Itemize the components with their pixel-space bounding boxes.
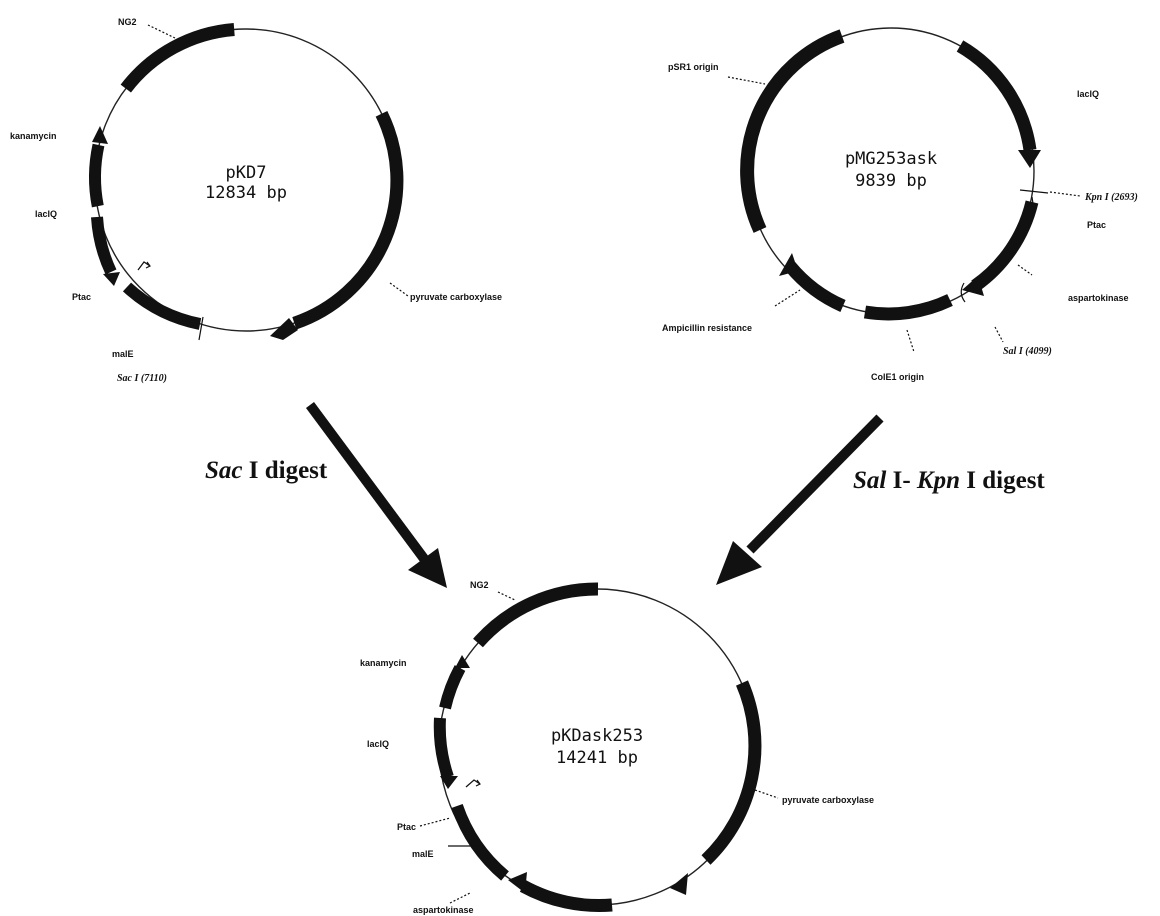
- right-digest-arrow-shaft: [746, 414, 884, 554]
- pkdask253-laciq-arrow: [440, 776, 458, 789]
- pkdask253-pyruvate-arrow: [670, 873, 688, 895]
- pkdask253-label-aspartokinase: aspartokinase: [413, 905, 474, 915]
- pkd7-label-laciq: laclQ: [35, 209, 57, 219]
- pmg253ask-psr1-leader: [727, 76, 766, 85]
- pmg253ask-label-aspartokinase: aspartokinase: [1068, 293, 1129, 303]
- pkd7-label-male: malE: [112, 349, 134, 359]
- right-digest-suffix: I digest: [960, 467, 1045, 494]
- pmg253ask-laciq-arrow: [1018, 150, 1041, 168]
- right-digest-arrowhead: [716, 541, 762, 585]
- pmg253ask-kpn-leader: [1049, 191, 1081, 197]
- pkd7-ptac-promoter-icon: [137, 261, 151, 271]
- pkdask253-ptac-leader: [419, 817, 451, 827]
- pkd7-ng2-leader: [147, 24, 176, 39]
- pkd7-label-sac-site: Sac I (7110): [117, 373, 167, 384]
- pkd7-pyruvate-segment: [292, 110, 404, 330]
- pmg253ask-ampicillin-segment: [784, 261, 846, 312]
- right-digest-mid: I-: [886, 467, 917, 494]
- pkdask253-ptac-promoter-icon: [465, 779, 481, 788]
- pkd7-kanamycin-segment: [89, 143, 105, 208]
- pkd7-male-segment: [122, 282, 202, 330]
- pmg253ask-ampicillin-leader: [774, 289, 801, 307]
- pmg253ask-cole1-leader: [906, 329, 915, 353]
- pkdask253-aspartokinase-arrow: [508, 872, 527, 893]
- plasmid-pkdask253: pKDask253 14241 bp NG2 kanamycin laclQ P…: [360, 580, 874, 915]
- pkd7-kanamycin-arrow: [92, 126, 108, 144]
- pkd7-laciq-segment: [91, 216, 117, 275]
- pmg253ask-cole1-segment: [863, 294, 953, 321]
- pkdask253-ng2-segment: [473, 582, 599, 648]
- pkdask253-label-kanamycin: kanamycin: [360, 658, 407, 668]
- pkdask253-label-ng2: NG2: [470, 580, 489, 590]
- pkdask253-label-male: malE: [412, 849, 434, 859]
- pkd7-laciq-arrow: [103, 272, 120, 286]
- pmg253ask-sal-cut-mark: [960, 282, 966, 303]
- pmg253ask-label-psr1: pSR1 origin: [668, 62, 719, 72]
- pmg253ask-psr1-segment: [740, 29, 845, 233]
- pmg253ask-label-ptac: Ptac: [1087, 220, 1106, 230]
- pkdask253-kanamycin-arrow: [455, 655, 470, 668]
- pkd7-sac-cut-mark: [198, 316, 204, 341]
- left-digest-suffix: I digest: [243, 457, 328, 484]
- pkd7-label-kanamycin: kanamycin: [10, 131, 57, 141]
- pkdask253-name: pKDask253: [551, 726, 643, 746]
- pmg253ask-label-sal-site: Sal I (4099): [1003, 346, 1052, 357]
- pkd7-ng2-segment: [120, 23, 235, 93]
- digest-arrows: Sac I digest Sal I- Kpn I digest: [205, 402, 1045, 588]
- pkd7-name: pKD7: [226, 163, 267, 183]
- pkdask253-pyruvate-segment: [701, 680, 762, 865]
- pmg253ask-label-ampicillin: Ampicillin resistance: [662, 323, 752, 333]
- pkdask253-ng2-leader: [497, 591, 516, 601]
- pmg253ask-label-cole1: ColE1 origin: [871, 372, 924, 382]
- right-digest-label: Sal I- Kpn I digest: [853, 467, 1045, 494]
- pkdask253-aspartokinase-leader: [449, 892, 471, 904]
- pmg253ask-label-kpn-site: Kpn I (2693): [1084, 192, 1138, 203]
- pkd7-label-ng2: NG2: [118, 17, 137, 27]
- plasmid-pkd7: pKD7 12834 bp NG2 kanamycin laclQ Ptac m…: [10, 17, 502, 384]
- right-digest-enzyme2: Kpn: [916, 467, 960, 494]
- pkdask253-label-laciq: laclQ: [367, 739, 389, 749]
- pkd7-pyruvate-leader: [389, 282, 409, 297]
- pkd7-label-ptac: Ptac: [72, 292, 91, 302]
- pmg253ask-sal-leader: [994, 326, 1004, 343]
- pmg253ask-aspartokinase-segment: [971, 200, 1039, 292]
- pkd7-label-pyruvate: pyruvate carboxylase: [410, 292, 502, 302]
- pmg253ask-label-laciq: laclQ: [1077, 89, 1099, 99]
- pkdask253-label-ptac: Ptac: [397, 822, 416, 832]
- pkdask253-label-pyruvate: pyruvate carboxylase: [782, 795, 874, 805]
- pkd7-size: 12834 bp: [205, 183, 287, 203]
- pkdask253-kanamycin-segment: [439, 665, 466, 710]
- pkdask253-aspartokinase-segment: [519, 880, 613, 913]
- pmg253ask-aspartokinase-leader: [1017, 264, 1033, 276]
- pmg253ask-ampicillin-arrow: [779, 253, 798, 276]
- pmg253ask-name: pMG253ask: [845, 149, 937, 169]
- left-digest-arrowhead: [408, 548, 447, 588]
- pmg253ask-aspartokinase-arrow: [962, 276, 984, 296]
- pmg253ask-size: 9839 bp: [855, 171, 927, 191]
- pkdask253-laciq-segment: [433, 717, 454, 779]
- left-digest-arrow-shaft: [305, 402, 430, 563]
- pkdask253-pyruvate-leader: [754, 789, 779, 799]
- pkd7-pyruvate-arrow: [270, 318, 298, 340]
- right-digest-enzyme1: Sal: [853, 467, 886, 494]
- pmg253ask-kpn-cut-mark: [1019, 189, 1049, 194]
- plasmid-pmg253ask: pMG253ask 9839 bp pSR1 origin laclQ Kpn …: [662, 27, 1138, 382]
- left-digest-enzyme: Sac: [205, 457, 243, 484]
- pkdask253-size: 14241 bp: [556, 748, 638, 768]
- left-digest-label: Sac I digest: [205, 457, 328, 484]
- pmg253ask-laciq-segment: [956, 40, 1037, 151]
- pkdask253-male-segment: [451, 803, 509, 881]
